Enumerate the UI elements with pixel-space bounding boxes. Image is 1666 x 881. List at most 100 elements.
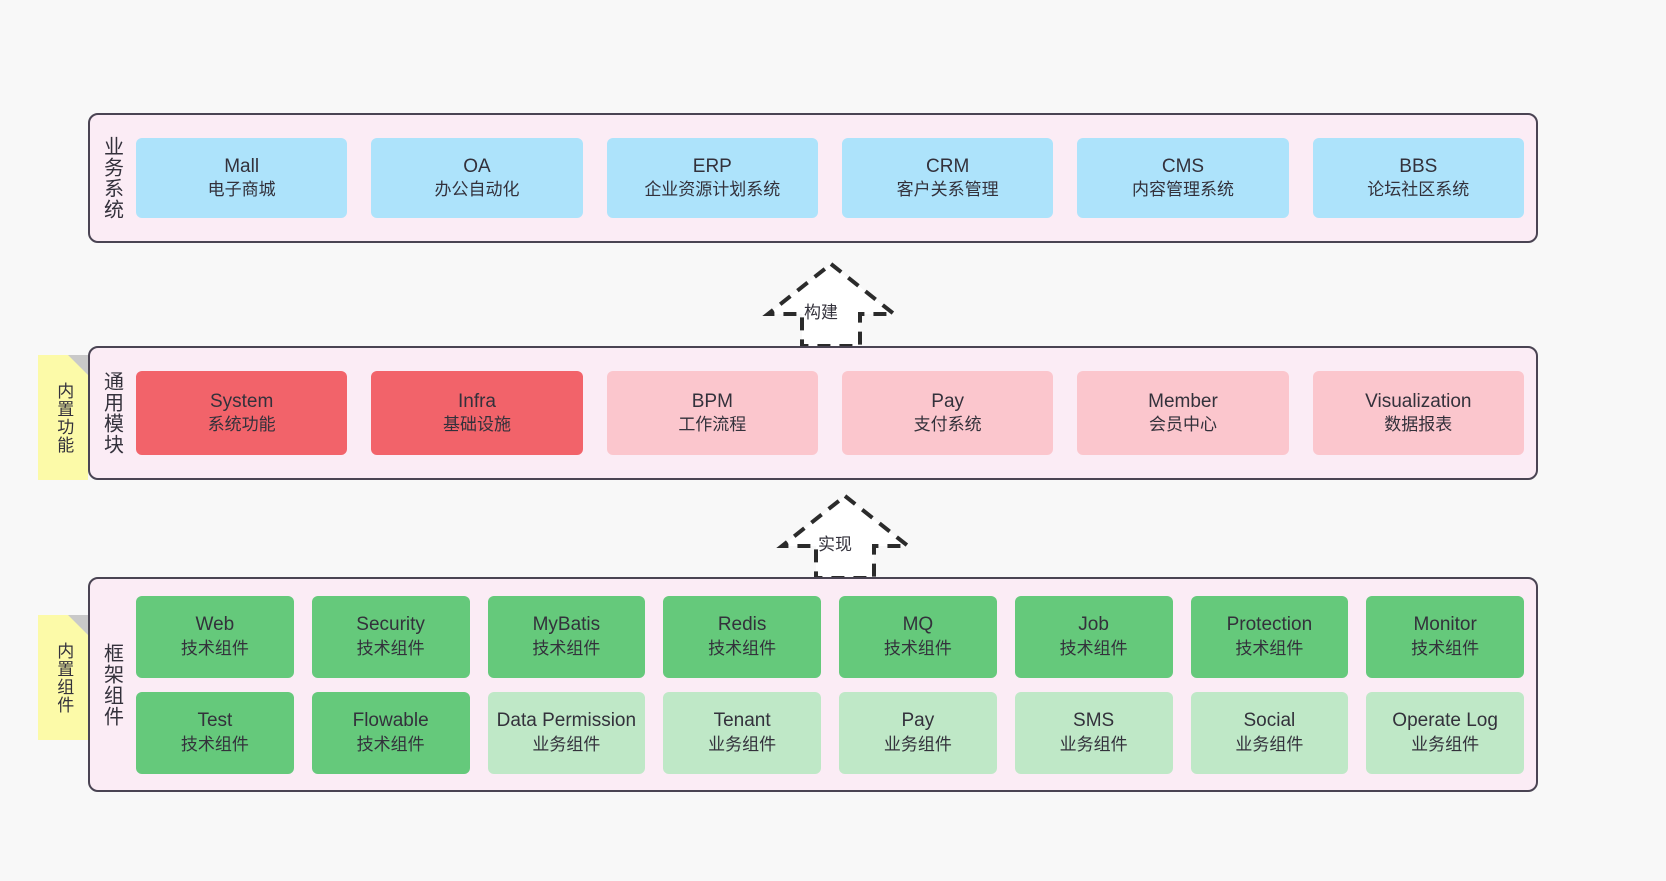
card-title-cn: 业务组件 <box>1059 734 1128 754</box>
card-title-cn: 技术组件 <box>708 638 777 658</box>
card-title-cn: 技术组件 <box>883 638 952 658</box>
card-member[interactable]: Member 会员中心 <box>1077 371 1289 455</box>
card-social[interactable]: Social 业务组件 <box>1190 691 1349 774</box>
card-title-en: Pay <box>931 390 965 412</box>
sticky-note-builtin-component: 内置组件 <box>38 615 88 740</box>
layer-common-module: 通用模块 System 系统功能 Infra 基础设施 BPM 工作流程 Pay… <box>88 346 1538 480</box>
card-title-cn: 支付系统 <box>913 415 982 435</box>
card-sms[interactable]: SMS 业务组件 <box>1014 691 1173 774</box>
card-title-en: SMS <box>1073 710 1115 732</box>
card-title-cn: 基础设施 <box>442 415 511 435</box>
card-title-cn: 技术组件 <box>180 734 249 754</box>
card-title-cn: 技术组件 <box>356 734 425 754</box>
card-mall[interactable]: Mall 电子商城 <box>136 138 348 218</box>
card-crm[interactable]: CRM 客户关系管理 <box>841 138 1054 218</box>
card-web[interactable]: Web 技术组件 <box>136 595 294 678</box>
card-title-en: Mall <box>224 155 260 177</box>
card-redis[interactable]: Redis 技术组件 <box>663 595 821 678</box>
layer-business-system: 业务系统 Mall 电子商城 OA 办公自动化 ERP 企业资源计划系统 CRM… <box>88 113 1538 243</box>
card-title-en: Job <box>1078 614 1109 636</box>
card-row-common-module: System 系统功能 Infra 基础设施 BPM 工作流程 Pay 支付系统… <box>136 371 1524 455</box>
card-row-tech-components: Web 技术组件 Security 技术组件 MyBatis 技术组件 Redi… <box>136 595 1524 678</box>
layer-title-business-system: 业务系统 <box>100 136 123 220</box>
card-security[interactable]: Security 技术组件 <box>311 595 470 678</box>
card-operate-log[interactable]: Operate Log 业务组件 <box>1366 691 1524 774</box>
card-title-cn: 客户关系管理 <box>896 180 999 200</box>
card-test[interactable]: Test 技术组件 <box>136 691 294 774</box>
connector-build: 构建 <box>756 258 906 350</box>
card-bbs[interactable]: BBS 论坛社区系统 <box>1312 138 1524 218</box>
card-title-cn: 电子商城 <box>207 180 276 200</box>
card-title-cn: 业务组件 <box>708 734 777 754</box>
card-title-en: Operate Log <box>1392 710 1498 732</box>
connector-implement: 实现 <box>770 490 920 582</box>
sticky-note-label: 内置功能 <box>54 381 74 454</box>
card-title-cn: 业务组件 <box>1235 734 1304 754</box>
card-title-cn: 技术组件 <box>356 638 425 658</box>
card-title-en: CMS <box>1161 155 1205 177</box>
card-title-cn: 会员中心 <box>1148 415 1217 435</box>
card-mq[interactable]: MQ 技术组件 <box>839 595 997 678</box>
card-title-en: CRM <box>926 155 970 177</box>
card-title-cn: 论坛社区系统 <box>1367 180 1470 200</box>
card-title-cn: 业务组件 <box>532 734 601 754</box>
layer-title-common-module: 通用模块 <box>100 371 123 455</box>
card-title-en: Monitor <box>1413 614 1477 636</box>
card-title-en: Infra <box>457 390 496 412</box>
card-title-en: OA <box>463 155 491 177</box>
dashed-generalization-arrow-icon <box>762 261 900 348</box>
dashed-generalization-arrow-icon <box>776 493 914 580</box>
card-pay-module[interactable]: Pay 支付系统 <box>841 371 1054 455</box>
card-title-en: Protection <box>1226 614 1313 636</box>
card-title-cn: 企业资源计划系统 <box>644 180 781 200</box>
card-title-en: MyBatis <box>532 614 601 636</box>
card-erp[interactable]: ERP 企业资源计划系统 <box>606 138 818 218</box>
card-title-cn: 工作流程 <box>678 415 747 435</box>
card-title-en: Tenant <box>713 710 771 732</box>
card-row-business-system: Mall 电子商城 OA 办公自动化 ERP 企业资源计划系统 CRM 客户关系… <box>136 138 1524 218</box>
card-title-cn: 技术组件 <box>532 638 601 658</box>
card-pay-component[interactable]: Pay 业务组件 <box>839 691 997 774</box>
card-infra[interactable]: Infra 基础设施 <box>371 371 583 455</box>
card-mybatis[interactable]: MyBatis 技术组件 <box>487 595 646 678</box>
card-title-en: Pay <box>901 710 935 732</box>
card-visualization[interactable]: Visualization 数据报表 <box>1312 371 1524 455</box>
card-title-cn: 技术组件 <box>180 638 249 658</box>
card-row-business-components: Test 技术组件 Flowable 技术组件 Data Permission … <box>136 691 1524 774</box>
layer-body-framework-component: Web 技术组件 Security 技术组件 MyBatis 技术组件 Redi… <box>132 579 1536 790</box>
card-oa[interactable]: OA 办公自动化 <box>371 138 583 218</box>
layer-body-business-system: Mall 电子商城 OA 办公自动化 ERP 企业资源计划系统 CRM 客户关系… <box>132 115 1536 241</box>
card-title-cn: 办公自动化 <box>434 180 520 200</box>
card-title-cn: 数据报表 <box>1384 415 1453 435</box>
card-title-en: Data Permission <box>496 710 637 732</box>
connector-label-build: 构建 <box>804 303 838 322</box>
sticky-fold-corner-icon <box>68 615 88 635</box>
card-title-en: Flowable <box>352 710 429 732</box>
card-title-en: Security <box>356 614 425 636</box>
card-title-cn: 技术组件 <box>1411 638 1480 658</box>
card-title-cn: 内容管理系统 <box>1131 180 1234 200</box>
card-title-cn: 系统功能 <box>207 415 276 435</box>
layer-framework-component: 框架组件 Web 技术组件 Security 技术组件 MyBatis 技术组件… <box>88 577 1538 792</box>
card-title-cn: 业务组件 <box>883 734 952 754</box>
sticky-note-builtin-function: 内置功能 <box>38 355 88 480</box>
card-protection[interactable]: Protection 技术组件 <box>1190 595 1349 678</box>
card-cms[interactable]: CMS 内容管理系统 <box>1077 138 1289 218</box>
card-bpm[interactable]: BPM 工作流程 <box>606 371 818 455</box>
card-job[interactable]: Job 技术组件 <box>1014 595 1173 678</box>
card-title-en: MQ <box>902 614 934 636</box>
card-data-permission[interactable]: Data Permission 业务组件 <box>487 691 646 774</box>
layer-body-common-module: System 系统功能 Infra 基础设施 BPM 工作流程 Pay 支付系统… <box>132 348 1536 478</box>
card-title-en: BBS <box>1399 155 1438 177</box>
card-title-en: Visualization <box>1365 390 1472 412</box>
card-title-en: ERP <box>692 155 732 177</box>
card-monitor[interactable]: Monitor 技术组件 <box>1366 595 1524 678</box>
card-flowable[interactable]: Flowable 技术组件 <box>311 691 470 774</box>
card-title-cn: 技术组件 <box>1059 638 1128 658</box>
card-title-en: Web <box>195 614 235 636</box>
card-title-cn: 技术组件 <box>1235 638 1304 658</box>
card-tenant[interactable]: Tenant 业务组件 <box>663 691 821 774</box>
card-system[interactable]: System 系统功能 <box>136 371 348 455</box>
card-title-en: BPM <box>691 390 733 412</box>
